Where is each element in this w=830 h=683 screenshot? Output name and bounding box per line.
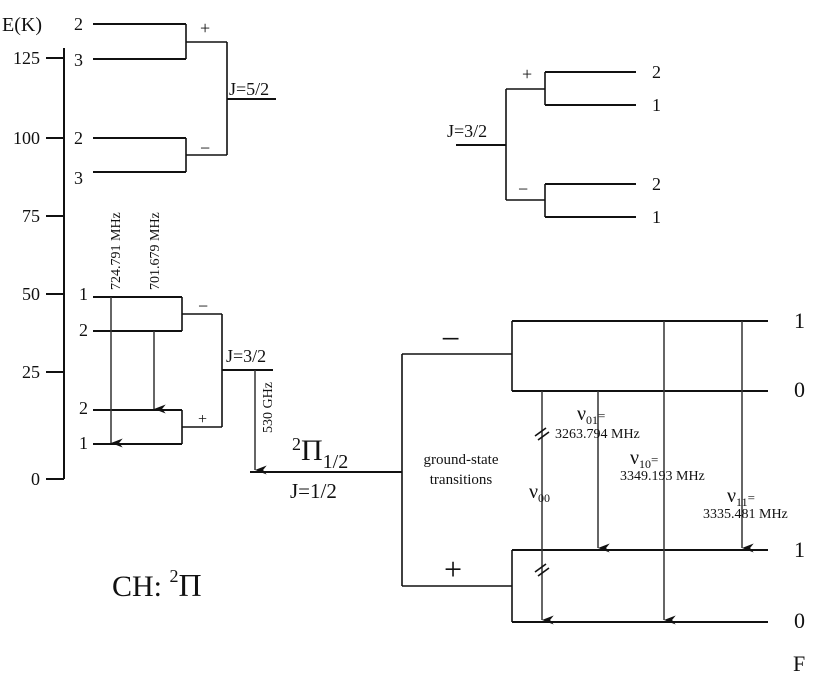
ground-plus-sign: + — [444, 551, 462, 587]
v01-label: ν01= — [577, 403, 605, 427]
j52-minus-level-upper: 2 — [74, 128, 83, 148]
v00-symbol: ν — [529, 481, 538, 503]
freq-label-701: 701.679 MHz — [148, 212, 163, 290]
j52-plus-level-lower: 3 — [74, 50, 83, 70]
ground-state-term: 2Π1/2 — [292, 434, 348, 473]
molecule-term: Π — [179, 567, 202, 603]
j52-label: J=5/2 — [229, 79, 269, 99]
v01-sub: 01 — [586, 413, 598, 427]
v10-label: ν10= — [630, 447, 658, 471]
tick-label-0: 0 — [31, 469, 40, 489]
F-label: F — [793, 651, 805, 676]
axis-title: E(K) — [2, 14, 42, 36]
v11-symbol: ν — [727, 485, 736, 507]
ground-transitions-line2: transitions — [430, 472, 493, 488]
v11-label: ν11= — [727, 485, 755, 509]
v11-value: 3335.481 MHz — [703, 507, 788, 522]
ground-state-group: 2Π1/2 J=1/2 − + ground-state transitions… — [250, 308, 805, 676]
energy-axis: E(K) 125 100 75 50 25 0 — [2, 14, 65, 489]
lower-j32-plus-level-lower: 1 — [79, 433, 88, 453]
j52-plus-level-upper: 2 — [74, 14, 83, 34]
j52-minus-sign: − — [200, 138, 210, 158]
tick-label-50: 50 — [22, 284, 40, 304]
upper-j32-minus-level-lower: 1 — [652, 207, 661, 227]
j52-plus-sign: + — [200, 18, 210, 38]
v10-symbol: ν — [630, 447, 639, 469]
v01-value: 3263.794 MHz — [555, 427, 640, 442]
v10-eq: = — [651, 452, 658, 467]
freq-label-724: 724.791 MHz — [109, 212, 124, 290]
freq-label-530: 530 GHz — [261, 382, 276, 433]
v01-eq: = — [598, 408, 605, 423]
ground-j-label: J=1/2 — [290, 479, 337, 503]
molecule-name: CH: — [112, 570, 170, 603]
v11-sub: 11 — [736, 495, 748, 509]
v00-label: ν00 — [529, 481, 550, 505]
upper-j32-plus-level-upper: 2 — [652, 62, 661, 82]
ground-state-term-sub: 1/2 — [323, 451, 349, 473]
lower-j32-plus-sign: + — [198, 411, 207, 428]
minus-F-1: 1 — [794, 308, 805, 333]
ground-minus-sign: − — [441, 321, 460, 358]
ground-state-term-main: Π — [301, 434, 323, 467]
tick-label-125: 125 — [13, 48, 40, 68]
lower-j32-plus-level-upper: 2 — [79, 398, 88, 418]
break-mark-upper — [534, 427, 550, 441]
v01-symbol: ν — [577, 403, 586, 425]
minus-F-0: 0 — [794, 377, 805, 402]
plus-F-1: 1 — [794, 537, 805, 562]
upper-j32-label: J=3/2 — [447, 121, 487, 141]
break-mark-lower — [534, 563, 550, 577]
lower-j32-minus-level-upper: 1 — [79, 284, 88, 304]
molecule-label: CH: 2Π — [112, 566, 202, 603]
j52-minus-level-lower: 3 — [74, 168, 83, 188]
upper-j32-plus-sign: + — [522, 64, 532, 84]
upper-j32-minus-level-upper: 2 — [652, 174, 661, 194]
lower-j32-minus-level-lower: 2 — [79, 320, 88, 340]
v11-eq: = — [748, 490, 755, 505]
upper-j32-group: J=3/2 + − 2 1 2 1 — [447, 62, 661, 227]
ground-state-term-sup: 2 — [292, 434, 301, 454]
tick-label-100: 100 — [13, 128, 40, 148]
molecule-sup: 2 — [170, 566, 179, 586]
tick-label-75: 75 — [22, 206, 40, 226]
v10-sub: 10 — [639, 457, 651, 471]
lower-j32-minus-sign: − — [198, 296, 208, 316]
plus-F-0: 0 — [794, 608, 805, 633]
tick-label-25: 25 — [22, 362, 40, 382]
upper-j32-plus-level-lower: 1 — [652, 95, 661, 115]
ground-transitions-line1: ground-state — [424, 452, 499, 468]
upper-j32-minus-sign: − — [518, 179, 528, 199]
v00-sub: 00 — [538, 491, 550, 505]
v10-value: 3349.193 MHz — [620, 469, 705, 484]
lower-j32-label: J=3/2 — [226, 346, 266, 366]
upper-j52-group: J=5/2 + − 2 3 2 3 — [74, 14, 276, 188]
lower-j32-group: J=3/2 − + 1 2 2 1 724.791 MHz 701.679 MH… — [79, 212, 276, 475]
